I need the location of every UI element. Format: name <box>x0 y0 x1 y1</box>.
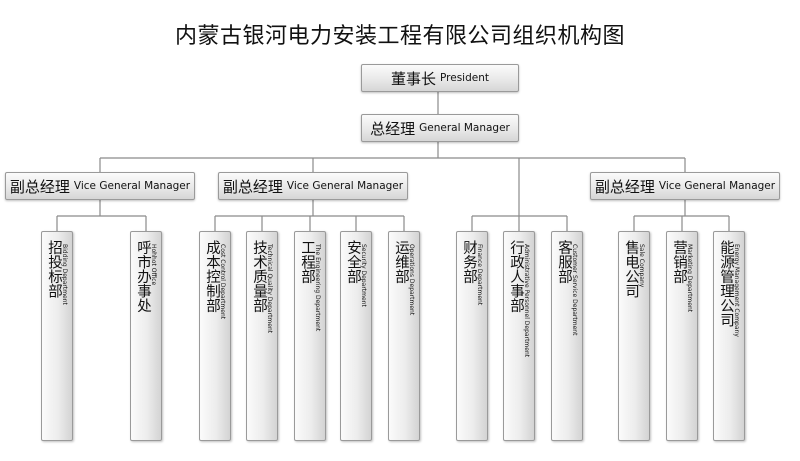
general-manager-box-title-zh: 总经理 <box>370 119 416 138</box>
department-name-en: Technical Quality Department <box>266 244 273 334</box>
department-name-en: Cost Control Department <box>219 244 226 320</box>
department-name-zh: 营销部 <box>671 240 687 284</box>
vice-manager-box-title-en: Vice General Manager <box>286 180 404 192</box>
department-name-en: The Engineering Department <box>314 244 321 332</box>
department-name-en: Security Department <box>360 244 367 307</box>
department-name-en: Customer Service Department <box>571 244 578 336</box>
department-name-en: Sale Company <box>638 244 645 288</box>
department-name-zh: 客服部 <box>556 240 572 284</box>
department-name-zh: 财务部 <box>461 240 477 284</box>
department-name-en: Energy Management Company <box>733 244 740 337</box>
department-name-zh: 成本控制部 <box>204 240 220 313</box>
department-name-en: Hohhot Office <box>150 244 157 286</box>
department-name-zh: 招投标部 <box>46 240 62 298</box>
chart-title: 内蒙古银河电力安装工程有限公司组织机构图 <box>174 24 625 49</box>
vice-manager-box-title-zh: 副总经理 <box>222 177 283 196</box>
general-manager-box-title-en: General Manager <box>419 122 510 134</box>
department-name-zh: 安全部 <box>345 240 361 284</box>
department-name-en: Finance Department <box>476 244 483 306</box>
department-name-zh: 行政人事部 <box>508 240 524 313</box>
department-name-zh: 运维部 <box>393 240 409 284</box>
vice-manager-box-title-en: Vice General Manager <box>73 180 191 192</box>
vice-manager-box-title-en: Vice General Manager <box>658 180 776 192</box>
department-name-zh: 能源管理公司 <box>718 240 734 327</box>
president-box-title-en: President <box>440 72 489 84</box>
department-name-en: Administrative Personnel Department <box>523 244 530 358</box>
department-name-zh: 呼市办事处 <box>135 240 151 313</box>
department-name-en: Marketing Department <box>686 244 693 313</box>
department-name-zh: 技术质量部 <box>251 240 267 313</box>
department-name-zh: 工程部 <box>299 240 315 284</box>
president-box-title-zh: 董事长 <box>391 69 437 88</box>
vice-manager-box-title-zh: 副总经理 <box>9 177 70 196</box>
department-name-zh: 售电公司 <box>623 240 639 298</box>
vice-manager-box-title-zh: 副总经理 <box>594 177 655 196</box>
department-name-en: Bidding Department <box>61 244 68 305</box>
department-name-en: Operations Department <box>408 244 415 316</box>
